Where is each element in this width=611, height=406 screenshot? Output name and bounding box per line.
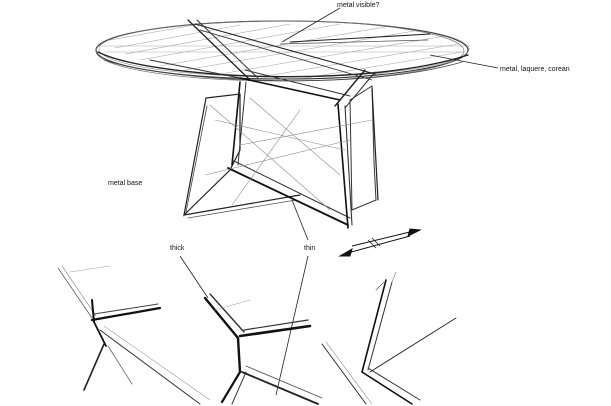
leader-materials: [429, 54, 499, 69]
annotation-materials: metal, laquere, corean: [500, 66, 570, 73]
joint-detail-thin: [321, 271, 457, 405]
base-construction-lines: [204, 97, 373, 211]
leader-metal-visible: [281, 7, 341, 43]
leader-thin: [275, 255, 309, 396]
annotation-metal-base: metal base: [108, 180, 143, 187]
tabletop: [95, 19, 471, 109]
leader-base-to-thin: [291, 199, 309, 241]
double-arrow-icon: [338, 228, 422, 257]
leader-thick: [179, 255, 209, 299]
table-base: [183, 81, 379, 229]
annotation-thick: thick: [170, 245, 185, 252]
joint-detail-thick: [203, 293, 323, 405]
joint-detail-left: [57, 265, 211, 405]
leader-lines: [179, 7, 499, 396]
annotation-thin: thin: [304, 245, 316, 252]
annotation-metal-visible: metal visible?: [337, 2, 380, 9]
